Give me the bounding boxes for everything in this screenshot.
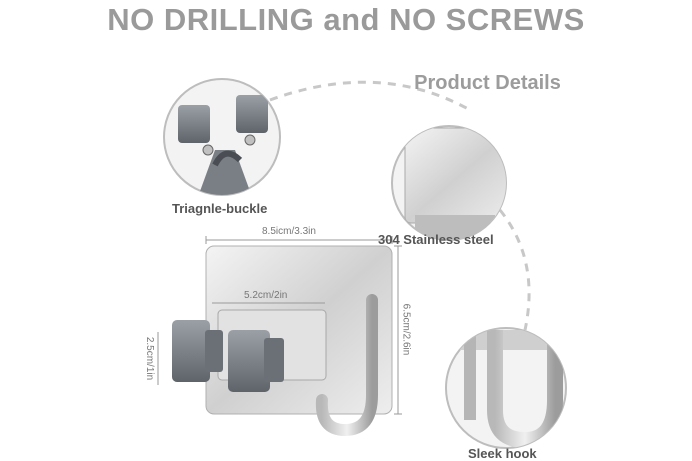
steel-label: 304 Stainless steel	[378, 232, 494, 247]
steel-detail-circle	[391, 125, 507, 241]
buckle-label: Triagnle-buckle	[172, 201, 268, 216]
buckle-detail-circle	[163, 78, 281, 196]
hook-detail-circle	[445, 327, 567, 449]
height-dimension: 6.5cm/2.6in	[400, 303, 412, 356]
main-product	[157, 236, 402, 437]
headline: NO DRILLING and NO SCREWS	[107, 2, 585, 37]
section-title: Product Details	[414, 72, 561, 94]
clip-height-dimension: 2.5cm/1in	[144, 336, 156, 381]
inner-width-dimension: 5.2cm/2in	[244, 290, 288, 301]
dashed-connector	[498, 209, 531, 331]
hook-label: Sleek hook	[468, 446, 537, 461]
dashed-connector	[269, 80, 471, 112]
width-dimension: 8.5icm/3.3in	[262, 226, 316, 237]
